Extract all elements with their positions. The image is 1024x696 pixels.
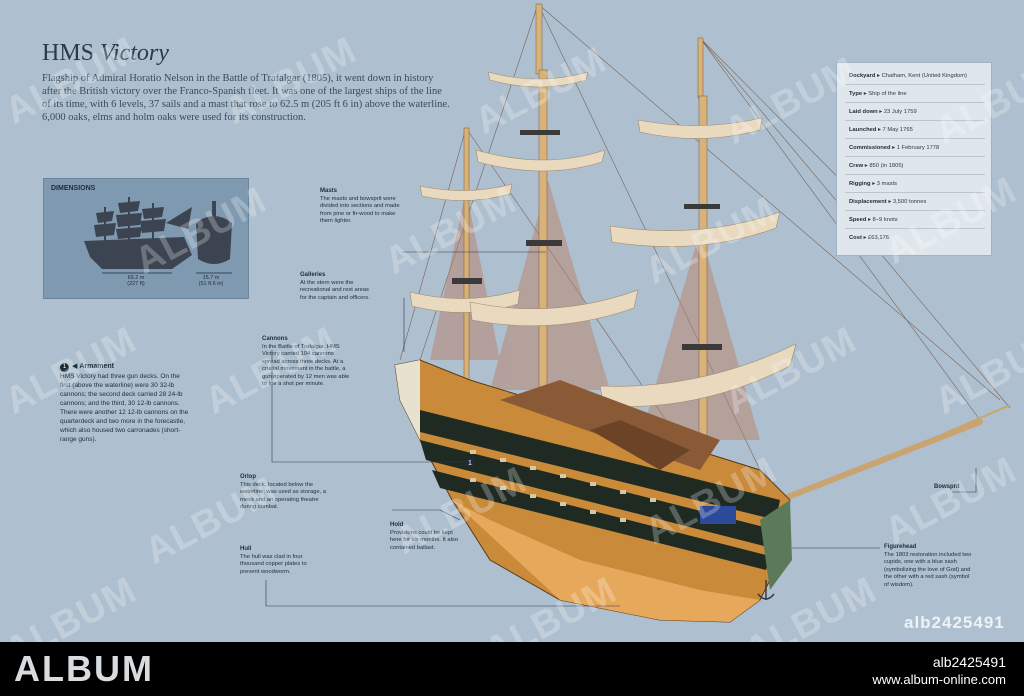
number-badge: 1: [60, 363, 69, 372]
specifications-panel: Dockyard ▸ Chatham, Kent (United Kingdom…: [836, 62, 992, 256]
spec-row: Launched ▸ 7 May 1765: [849, 127, 913, 133]
dimensions-panel: DIMENSIONS 69.2 m(227 ft) 15.7 m(51 ft 6…: [43, 178, 249, 299]
beam-measure: 15.7 m(51 ft 6 in): [198, 275, 224, 287]
spec-row: Laid down ▸ 23 July 1759: [849, 109, 917, 115]
armament-note: 1◀ Armament HMS Victory had three gun de…: [60, 363, 189, 443]
armament-title: Armament: [79, 363, 114, 370]
sails: [409, 71, 797, 407]
armament-marker-number: 1: [468, 460, 472, 467]
spec-row: Dockyard ▸ Chatham, Kent (United Kingdom…: [849, 73, 967, 79]
dimensions-header: DIMENSIONS: [51, 185, 96, 192]
ship-side-silhouette: [84, 197, 192, 269]
ship-illustration: 1: [265, 3, 1011, 623]
image-reference: alb2425491: [932, 654, 1006, 670]
website-link[interactable]: www.album-online.com: [872, 672, 1006, 687]
infographic-poster: HMS Victory Flagship of Admiral Horatio …: [0, 3, 1024, 642]
image-reference-watermark: alb2425491: [904, 613, 1005, 632]
spec-row: Speed ▸ 8–9 knots: [849, 217, 898, 223]
spec-row: Commissioned ▸ 1 February 1778: [849, 145, 940, 151]
spec-row: Rigging ▸ 3 masts: [849, 181, 898, 187]
intro-paragraph: Flagship of Admiral Horatio Nelson in th…: [42, 73, 450, 123]
gun-ports: [470, 450, 656, 522]
hull: [394, 359, 792, 623]
spec-row: Type ▸ Ship of the line: [849, 91, 907, 97]
footer-bar: ALBUM alb2425491 www.album-online.com: [0, 642, 1024, 696]
callout-leaders: [265, 251, 977, 607]
armament-text: HMS Victory had three gun decks. On the …: [60, 373, 189, 443]
tops: [452, 130, 722, 350]
length-measure: 69.2 m(227 ft): [127, 275, 145, 287]
jib-boom: [859, 404, 1011, 471]
spec-row: Displacement ▸ 3,500 tonnes: [849, 199, 927, 205]
callout-bowsprit: Bowsprit: [934, 484, 960, 490]
page-title: HMS Victory: [42, 40, 169, 66]
spec-row: Cost ▸ £63,176: [849, 235, 889, 241]
brand-logo[interactable]: ALBUM: [14, 648, 154, 689]
dimensions-silhouettes: [84, 197, 232, 274]
anchor: [757, 580, 775, 600]
armament-marker: [465, 457, 475, 467]
ship-front-silhouette: [196, 201, 232, 264]
spec-row: Crew ▸ 850 (in 1805): [849, 163, 904, 169]
